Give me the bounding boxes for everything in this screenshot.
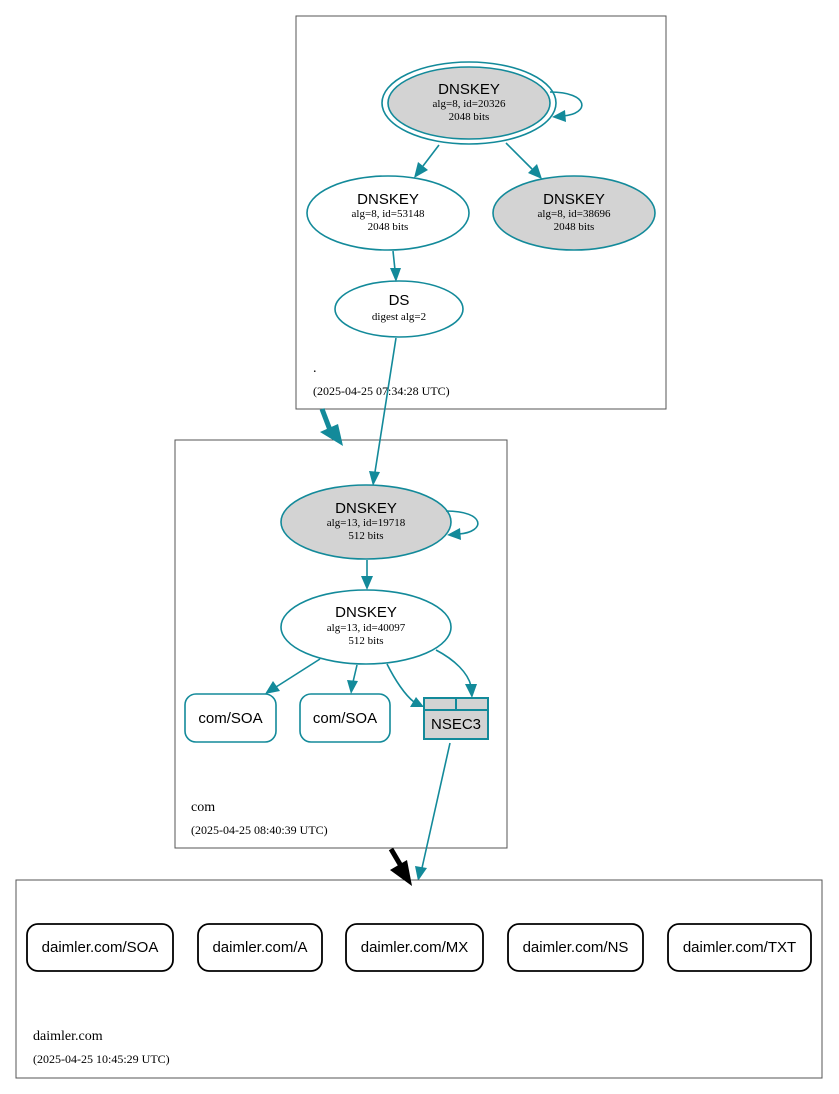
com-soa-2-node[interactable]: com/SOA <box>299 693 391 743</box>
com-nsec3-node[interactable]: NSEC3 <box>423 697 489 740</box>
com-zone-name: com <box>191 800 215 815</box>
com-zsk-to-soa1-edge <box>275 658 321 688</box>
root-other-key-node[interactable]: DNSKEY alg=8, id=38696 2048 bits <box>492 175 656 251</box>
com-soa-1-node[interactable]: com/SOA <box>184 693 277 743</box>
root-ds-node[interactable]: DS digest alg=2 <box>334 280 464 338</box>
com-ksk-self-edge <box>445 510 479 535</box>
root-zsk-to-ds-edge <box>392 250 396 271</box>
root-to-com-delegation-edge <box>319 408 333 431</box>
com-zsk-to-soa2-arrowhead <box>347 680 358 694</box>
com-zone-timestamp: (2025-04-25 08:40:39 UTC) <box>191 823 328 837</box>
root-ksk-self-arrowhead <box>552 110 566 122</box>
com-ksk-to-zsk-arrowhead <box>361 576 373 590</box>
daimler-mx-label: daimler.com/MX <box>361 939 469 956</box>
root-zsk-line1: alg=8, id=53148 <box>352 208 425 220</box>
root-zsk-to-ds-arrowhead <box>390 268 401 282</box>
daimler-soa-label: daimler.com/SOA <box>42 939 159 956</box>
daimler-ns-label: daimler.com/NS <box>523 939 629 956</box>
root-ksk-line1: alg=8, id=20326 <box>433 98 506 110</box>
root-ksk-to-other-edge <box>505 142 533 170</box>
ds-to-com-ksk-edge <box>374 337 397 473</box>
root-ksk-self-edge <box>549 91 583 117</box>
com-zsk-to-nsec3-edge-1 <box>386 663 415 703</box>
daimler-a-label: daimler.com/A <box>212 939 307 956</box>
daimler-soa-node[interactable]: daimler.com/SOA <box>26 923 174 972</box>
com-ksk-self-arrowhead <box>447 528 461 540</box>
daimler-txt-label: daimler.com/TXT <box>683 939 796 956</box>
root-ds-line1: digest alg=2 <box>372 311 426 323</box>
com-soa-1-label: com/SOA <box>198 710 262 727</box>
root-zone-name: . <box>313 361 317 376</box>
root-zsk-line2: 2048 bits <box>368 221 409 233</box>
com-zsk-to-soa2-edge <box>352 664 358 683</box>
daimler-mx-node[interactable]: daimler.com/MX <box>345 923 484 972</box>
com-ksk-line2: 512 bits <box>348 530 383 542</box>
com-zsk-to-nsec3-arrowhead-1 <box>410 697 424 707</box>
com-soa-2-label: com/SOA <box>313 710 377 727</box>
root-ds-title: DS <box>389 292 410 309</box>
com-ksk-title: DNSKEY <box>335 500 397 517</box>
com-zsk-to-soa1-arrowhead <box>265 681 280 694</box>
com-zsk-to-nsec3-arrowhead-2 <box>465 684 477 698</box>
root-ksk-to-zsk-arrowhead <box>414 162 428 178</box>
com-to-daimler-delegation-edge <box>388 847 404 868</box>
nsec3-to-daimler-edge <box>421 742 451 869</box>
root-zone-timestamp: (2025-04-25 07:34:28 UTC) <box>313 384 450 398</box>
root-ksk-title: DNSKEY <box>438 81 500 98</box>
daimler-txt-node[interactable]: daimler.com/TXT <box>667 923 812 972</box>
root-ksk-node[interactable]: DNSKEY alg=8, id=20326 2048 bits <box>381 61 557 145</box>
root-other-line2: 2048 bits <box>554 221 595 233</box>
com-zsk-title: DNSKEY <box>335 604 397 621</box>
ds-to-com-ksk-arrowhead <box>369 471 380 486</box>
com-nsec3-label: NSEC3 <box>431 716 481 733</box>
root-zsk-node[interactable]: DNSKEY alg=8, id=53148 2048 bits <box>306 175 470 251</box>
com-to-daimler-delegation-arrowhead <box>390 860 412 886</box>
com-zsk-to-nsec3-edge-2 <box>435 649 472 687</box>
com-zsk-node[interactable]: DNSKEY alg=13, id=40097 512 bits <box>280 589 452 665</box>
com-zsk-line2: 512 bits <box>348 635 383 647</box>
daimler-a-node[interactable]: daimler.com/A <box>197 923 323 972</box>
root-ksk-line2: 2048 bits <box>449 111 490 123</box>
root-zsk-title: DNSKEY <box>357 191 419 208</box>
root-other-title: DNSKEY <box>543 191 605 208</box>
daimler-ns-node[interactable]: daimler.com/NS <box>507 923 644 972</box>
root-ksk-to-zsk-edge <box>422 144 440 167</box>
com-ksk-node[interactable]: DNSKEY alg=13, id=19718 512 bits <box>280 484 452 560</box>
root-ksk-to-other-arrowhead <box>528 164 542 179</box>
com-zsk-line1: alg=13, id=40097 <box>327 622 406 634</box>
daimler-zone-name: daimler.com <box>33 1029 103 1044</box>
daimler-zone-timestamp: (2025-04-25 10:45:29 UTC) <box>33 1052 170 1066</box>
root-to-com-delegation-arrowhead <box>320 424 343 446</box>
root-other-line1: alg=8, id=38696 <box>538 208 611 220</box>
daimler-zone-box <box>15 879 823 1079</box>
nsec3-to-daimler-arrowhead <box>415 866 427 881</box>
com-ksk-line1: alg=13, id=19718 <box>327 517 406 529</box>
